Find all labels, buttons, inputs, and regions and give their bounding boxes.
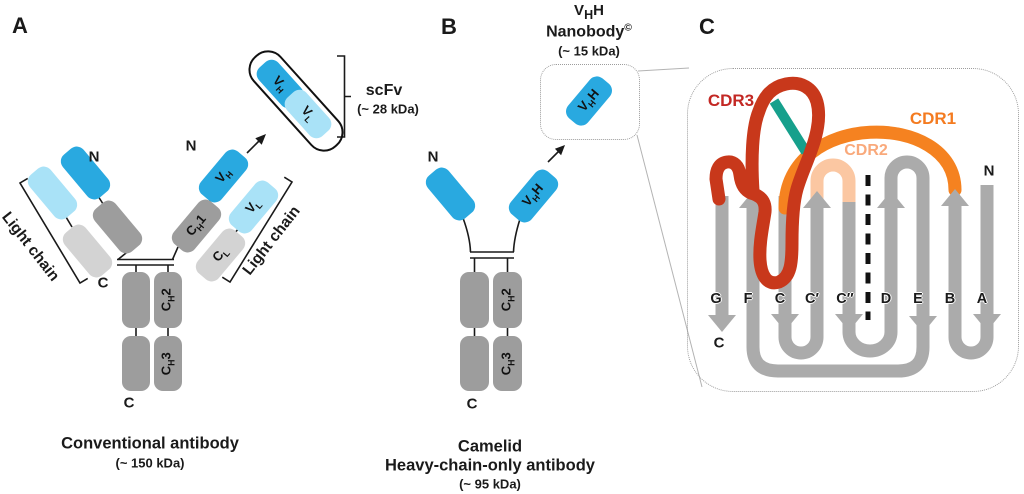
domain-ch2-stem-left-A <box>122 272 150 328</box>
panel-letter-A: A <box>12 13 28 38</box>
domain-label-vh: VH <box>211 169 235 186</box>
scfv-label: scFv <box>365 82 403 99</box>
domain-ch3-stem-left-A <box>122 336 150 391</box>
domain-ch3-stem-right-B: CH3 <box>493 336 522 391</box>
disulfide-bond <box>769 98 811 155</box>
scfv-arrow <box>246 140 260 154</box>
n-terminus-vhh-arm: N <box>427 148 439 166</box>
hinge-curve-left <box>462 217 472 253</box>
vhh-structure-box <box>687 68 1019 392</box>
panelA-mass: (~ 150 kDa) <box>115 455 185 471</box>
panelB-connectors <box>462 150 560 336</box>
c-terminus-light-chain: C <box>97 274 109 292</box>
c-terminus-heavy-chain-B: C <box>466 395 478 413</box>
cdr2-label: CDR2 <box>844 142 888 159</box>
light-chain-bracket-right <box>221 176 294 284</box>
panelA-connectors <box>18 55 351 336</box>
domain-label-ch2-B: CH2 <box>498 288 517 312</box>
strand-label-E: E <box>913 291 923 307</box>
scfv-arrowhead <box>255 134 266 145</box>
cdr3-loop <box>709 76 826 290</box>
domain-label-cl: CL <box>208 247 232 265</box>
domain-label-ch2: CH2 <box>159 288 177 312</box>
strand-label-B: B <box>944 291 956 307</box>
domain-label-vl-scfv: VL <box>298 102 316 126</box>
loop-E-F <box>746 298 930 378</box>
domain-label-vl: VL <box>241 200 265 217</box>
zoom-lines <box>636 67 703 388</box>
domain-ch3-stem-left-B <box>460 336 489 391</box>
nanobody-title-vhh: VHH <box>574 2 604 22</box>
strand-loops <box>746 155 994 378</box>
n-terminus-vhh-structure: N <box>983 162 995 180</box>
light-chain-bracket-left <box>18 177 89 285</box>
strand-label-D: D <box>880 291 892 307</box>
loop-B-A <box>948 300 994 360</box>
strand-label-G: G <box>710 291 722 307</box>
scfv-mass: (~ 28 kDa) <box>357 101 419 117</box>
domain-ch2-stem-right-A: CH2 <box>154 272 182 328</box>
domain-ch2-stem-left-B <box>460 272 489 328</box>
scfv-bracket <box>337 55 351 138</box>
loop-C-Cprime <box>778 300 824 360</box>
loop-Cpp-D <box>842 298 898 358</box>
cdr3-label: CDR3 <box>707 91 755 110</box>
nanobody-arrow <box>547 150 560 163</box>
panelA-caption: Conventional antibody <box>61 434 239 453</box>
n-terminus-left-arm-inner: N <box>185 137 197 155</box>
nanobody-title: Nanobody© <box>546 22 632 41</box>
cdr2-loop <box>810 158 856 202</box>
nanobody-zoom-box <box>540 64 640 140</box>
beta-strands <box>715 185 994 318</box>
c-terminus-heavy-chain-A: C <box>123 394 135 412</box>
panelB-caption-line1: Camelid <box>457 437 523 456</box>
strand-label-A: A <box>976 291 988 307</box>
nanobody-arrowhead <box>554 145 565 156</box>
cdr1-loop <box>778 125 962 215</box>
strand-label-Cdoubleprime: C″ <box>836 291 854 307</box>
panelB-mass: (~ 95 kDa) <box>459 476 521 492</box>
panelB-caption-line2: Heavy-chain-only antibody <box>385 456 595 475</box>
strand-label-C: C <box>774 291 786 307</box>
cdr1-label: CDR1 <box>909 109 957 128</box>
arch-D-E <box>884 155 930 202</box>
domain-ch3-stem-right-A: CH3 <box>154 336 182 391</box>
c-terminus-vhh-structure: C <box>713 334 725 352</box>
n-terminus-left-arm-outer: N <box>88 148 100 166</box>
domain-ch2-stem-right-B: CH2 <box>493 272 522 328</box>
strand-label-F: F <box>743 291 753 307</box>
domain-label-ch3: CH3 <box>159 351 177 376</box>
panel-letter-B: B <box>441 14 457 39</box>
domain-label-ch3-B: CH3 <box>498 351 517 376</box>
nanobody-mass: (~ 15 kDa) <box>558 43 620 59</box>
panel-letter-C: C <box>699 14 715 39</box>
strand-label-Cprime: C′ <box>805 291 819 307</box>
domain-label-vh-scfv: VH <box>270 72 288 96</box>
